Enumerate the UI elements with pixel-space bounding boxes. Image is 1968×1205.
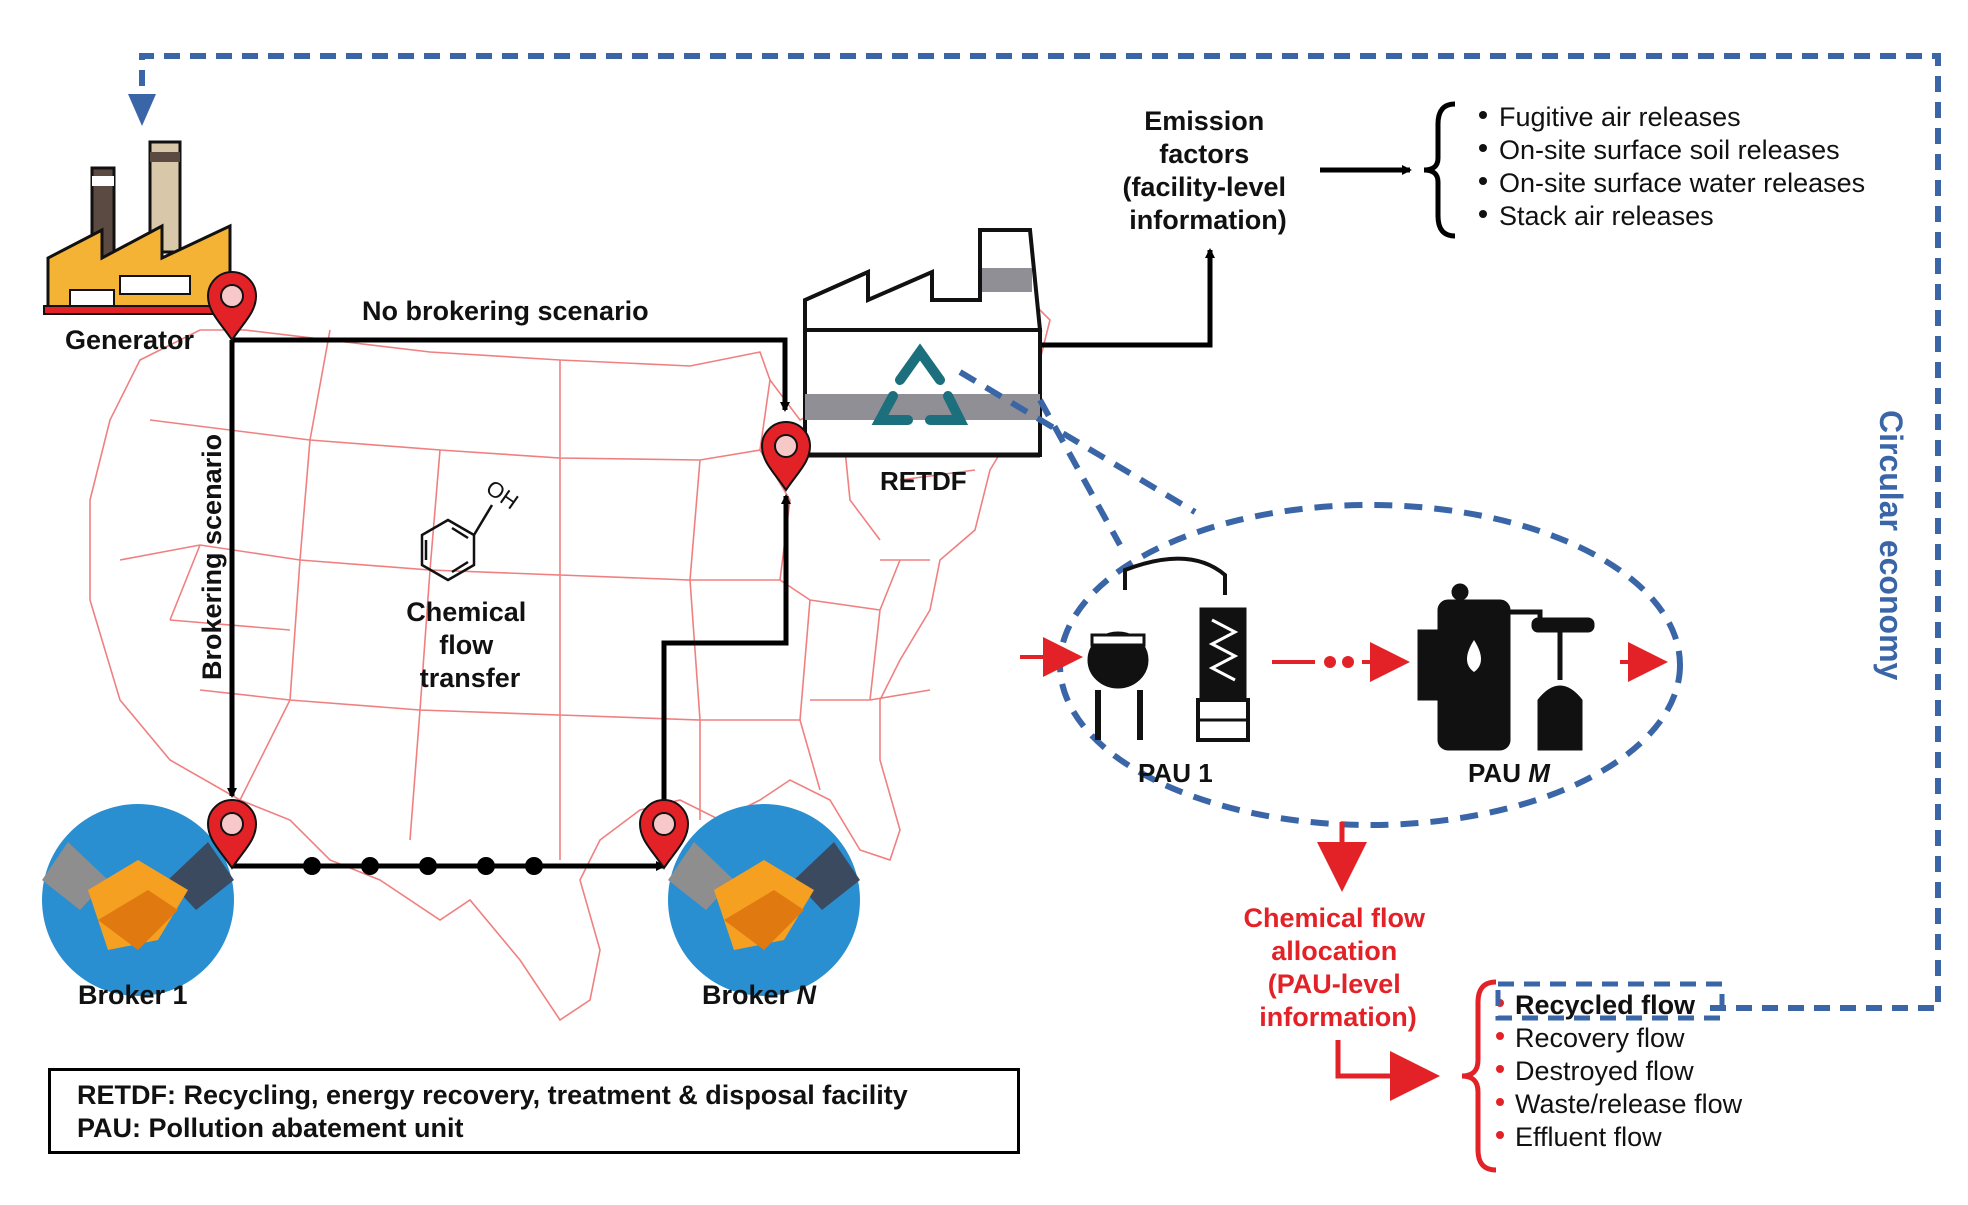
brokering-label: Brokering scenario: [197, 434, 227, 680]
brokerN-to-retdf-line: [661, 494, 791, 800]
pau1-label: PAU 1: [1138, 758, 1213, 788]
brokerN-label: Broker N: [702, 980, 817, 1010]
pau-zoom: [958, 369, 1683, 828]
pau-flow-dots: [1324, 656, 1354, 668]
generator-factory-icon: [43, 140, 235, 315]
emission-list: Fugitive air releases On-site surface so…: [1479, 102, 1865, 231]
chemical-transfer-label: Chemical flow transfer: [406, 597, 534, 693]
allocation-label: Chemical flow allocation (PAU-level info…: [1243, 903, 1432, 1032]
broker-chain-dots: [303, 857, 543, 875]
flow-list: Recycled flow Recovery flow Destroyed fl…: [1496, 990, 1743, 1152]
pauM-icon: [1417, 583, 1595, 751]
pau-flow-arrows: [1020, 637, 1668, 682]
recycle-icon: [871, 343, 969, 425]
no-brokering-label: No brokering scenario: [362, 296, 649, 326]
brokerN-pin-icon: [638, 799, 690, 870]
retdf-to-emission-line: [1040, 248, 1215, 348]
pauM-label: PAU M: [1468, 758, 1551, 788]
legend-line-pau: PAU: Pollution abatement unit: [77, 1113, 464, 1143]
legend-line-retdf: RETDF: Recycling, energy recovery, treat…: [77, 1080, 908, 1110]
retdf-pin-icon: [760, 421, 812, 492]
circular-economy-label: Circular economy: [1873, 410, 1909, 681]
no-brokering-line: [232, 337, 790, 412]
flow-item: Recovery flow: [1515, 1023, 1685, 1053]
emission-item: Stack air releases: [1499, 201, 1714, 231]
flow-item: Recycled flow: [1515, 990, 1696, 1020]
flow-brace: [1461, 979, 1497, 1173]
flow-item: Effluent flow: [1515, 1122, 1662, 1152]
retdf-facility-icon: [803, 228, 1043, 458]
brokerN-handshake-icon: [668, 804, 860, 996]
retdf-label: RETDF: [880, 466, 967, 496]
emission-item: Fugitive air releases: [1499, 102, 1741, 132]
emission-brace: [1423, 101, 1456, 239]
flow-item: Waste/release flow: [1515, 1089, 1743, 1119]
flow-lines: [227, 165, 1412, 871]
recycled-flow-frame: [1495, 981, 1725, 1021]
us-map-states: [119, 329, 1020, 860]
generator-label: Generator: [65, 325, 195, 355]
broker1-pin-icon: [206, 799, 258, 870]
generator-pin-icon: [206, 271, 258, 342]
emission-factors-label: Emission factors (facility-level informa…: [1122, 106, 1293, 235]
emission-item: On-site surface soil releases: [1499, 135, 1840, 165]
circular-loop: [139, 53, 1941, 1011]
broker1-handshake-icon: [42, 804, 234, 996]
emission-item: On-site surface water releases: [1499, 168, 1865, 198]
pau1-icon: [1087, 556, 1250, 742]
broker1-label: Broker 1: [78, 980, 188, 1010]
allocation-to-brace: [1335, 1040, 1440, 1101]
legend-box: RETDF: Recycling, energy recovery, treat…: [48, 1068, 1020, 1154]
flow-item: Destroyed flow: [1515, 1056, 1694, 1086]
oh-label: OH: [482, 475, 523, 514]
chemical-structure-icon: [420, 504, 494, 582]
circular-loop-arrowhead: [128, 94, 156, 126]
